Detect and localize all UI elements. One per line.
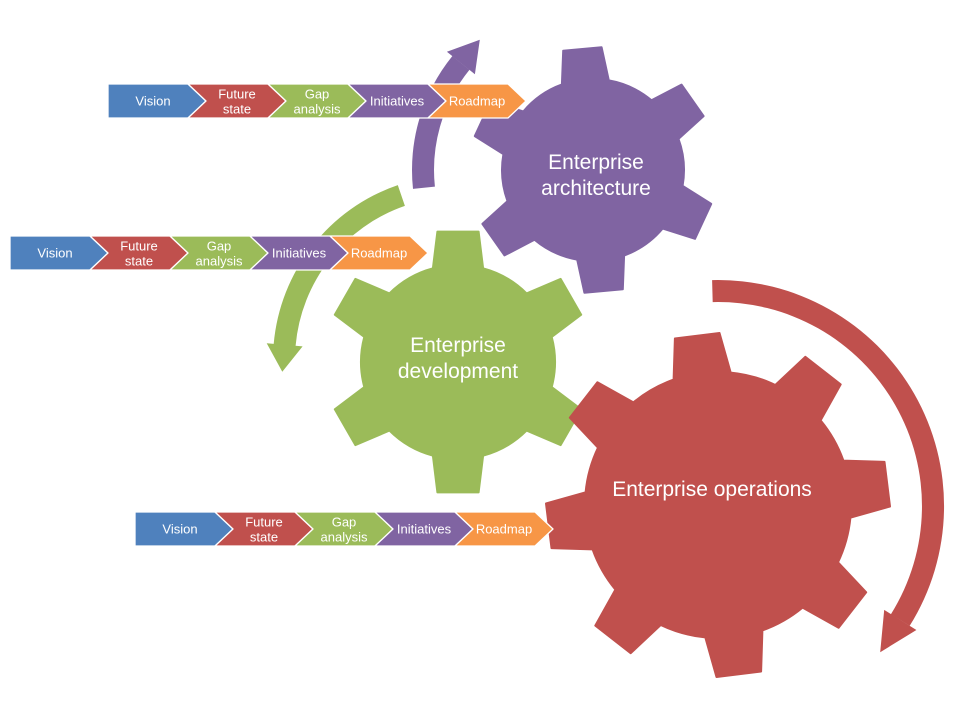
development-rotation-arrow [266,185,405,372]
process-step-label-initiatives: Initiatives [370,94,425,109]
process-step-label-vision: Vision [162,522,197,537]
process-step-label-roadmap: Roadmap [449,94,505,109]
process-step-label-initiatives: Initiatives [272,246,327,261]
process-step-label-roadmap: Roadmap [351,246,407,261]
process-step-label-roadmap: Roadmap [476,522,532,537]
enterprise-architecture-gear [473,46,713,294]
process-step-roadmap [329,235,429,271]
process-step-roadmap [454,511,554,547]
operations-rotation-arrow [712,280,945,653]
enterprise-development-gear [333,230,583,494]
process-step-roadmap [427,83,527,119]
architecture-rotation-arrow [412,39,480,189]
process-step-label-vision: Vision [135,94,170,109]
process-step-label-initiatives: Initiatives [397,522,452,537]
enterprise-operations-gear [545,332,891,678]
enterprise-operations-gear-label: Enterprise operations [612,478,812,501]
process-step-label-vision: Vision [37,246,72,261]
